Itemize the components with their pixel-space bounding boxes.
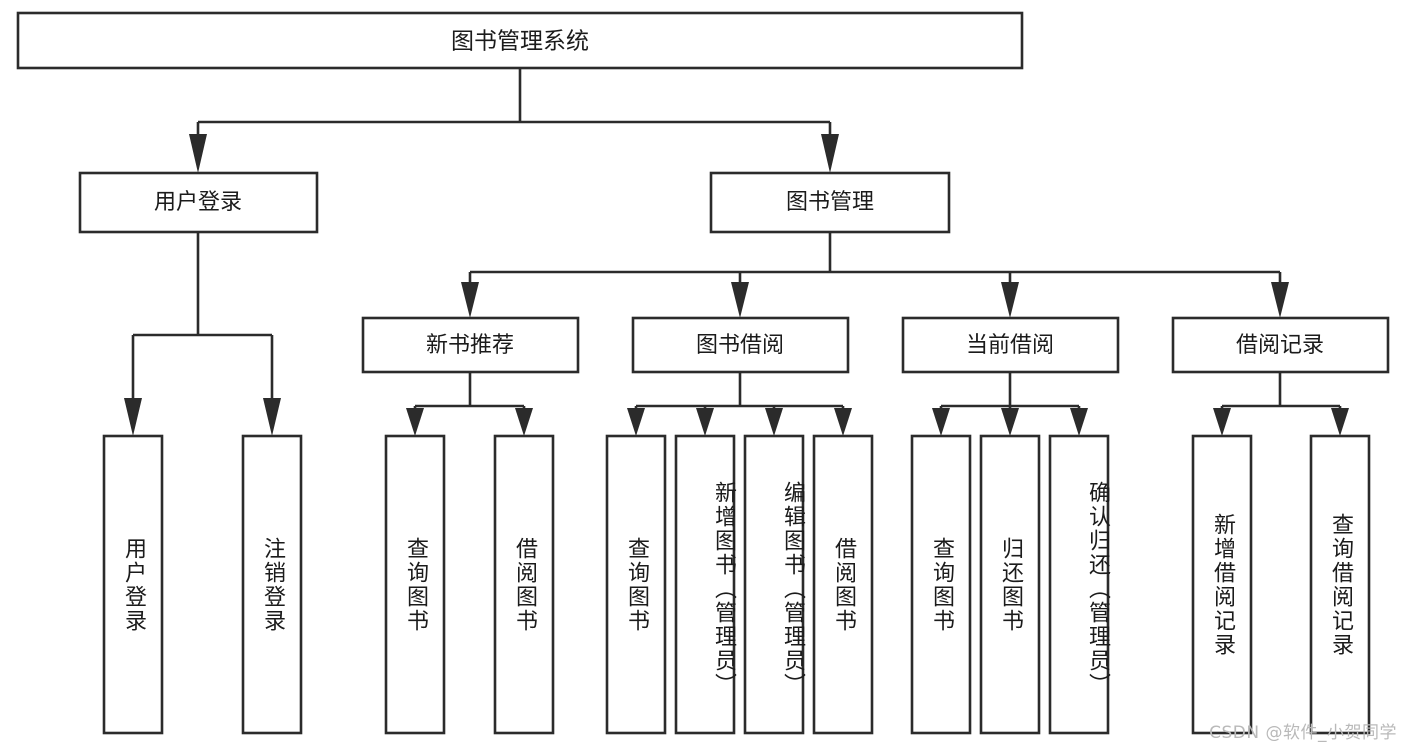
leaf-box-book-borrow-2[interactable] <box>674 434 736 735</box>
node-book-management[interactable]: 图书管理 <box>709 171 951 234</box>
arrow-head-record-leaf-2 <box>1331 408 1349 436</box>
arrow-head-mgmt-child-1 <box>461 282 479 318</box>
connector-group-borrow-record <box>1213 372 1349 436</box>
arrow-head-borrow-leaf-1 <box>627 408 645 436</box>
connector-group-book-borrow <box>627 372 852 436</box>
node-new-book-recommend[interactable]: 新书推荐 <box>361 316 580 374</box>
arrow-head-borrow-leaf-4 <box>834 408 852 436</box>
csdn-watermark: CSDN @软件_小贺同学 <box>1209 723 1397 743</box>
connector-group-new-book <box>406 372 533 436</box>
arrow-head-login-leaf-1 <box>124 398 142 436</box>
arrow-head-newbook-leaf-2 <box>515 408 533 436</box>
arrow-head-current-leaf-2 <box>1001 408 1019 436</box>
arrow-head-login-leaf-2 <box>263 398 281 436</box>
arrow-head-record-leaf-1 <box>1213 408 1231 436</box>
node-new-book-recommend-label: 新书推荐 <box>426 333 514 358</box>
arrow-head-borrow-leaf-3 <box>765 408 783 436</box>
arrow-head-mgmt-child-4 <box>1271 282 1289 318</box>
node-borrow-record-box[interactable] <box>1171 316 1390 374</box>
node-root[interactable]: 图书管理系统 <box>16 11 1024 70</box>
node-current-borrow-label: 当前借阅 <box>966 333 1054 358</box>
leaf-group-book-borrow <box>605 434 874 735</box>
leaf-box-new-book-1[interactable] <box>384 434 446 735</box>
node-root-label: 图书管理系统 <box>451 29 589 55</box>
node-book-borrow[interactable]: 图书借阅 <box>631 316 850 374</box>
arrow-head-mgmt-child-3 <box>1001 282 1019 318</box>
node-book-borrow-box[interactable] <box>631 316 850 374</box>
leaf-box-current-borrow-2[interactable] <box>979 434 1041 735</box>
arrow-head-mgmt-child-2 <box>731 282 749 318</box>
leaf-box-current-borrow-3[interactable] <box>1048 434 1110 735</box>
node-new-book-recommend-box[interactable] <box>361 316 580 374</box>
leaf-group-new-book <box>384 434 555 735</box>
arrow-head-borrow-leaf-2 <box>696 408 714 436</box>
connector-group-current-borrow <box>932 372 1088 436</box>
node-current-borrow-box[interactable] <box>901 316 1120 374</box>
connector-group-user-login <box>124 232 281 436</box>
leaf-box-current-borrow-1[interactable] <box>910 434 972 735</box>
connector-group-book-mgmt <box>461 232 1289 318</box>
leaf-box-book-borrow-4[interactable] <box>812 434 874 735</box>
node-book-management-box[interactable] <box>709 171 951 234</box>
leaf-box-borrow-record-1[interactable] <box>1191 434 1253 735</box>
leaf-box-new-book-2[interactable] <box>493 434 555 735</box>
node-user-login-label: 用户登录 <box>154 190 242 215</box>
arrow-head-current-leaf-3 <box>1070 408 1088 436</box>
leaf-group-current-borrow <box>910 434 1110 735</box>
node-book-management-label: 图书管理 <box>786 190 874 215</box>
node-borrow-record-label: 借阅记录 <box>1236 333 1324 358</box>
leaf-group-user-login <box>102 434 303 735</box>
arrow-head-current-leaf-1 <box>932 408 950 436</box>
node-user-login[interactable]: 用户登录 <box>78 171 319 234</box>
node-current-borrow[interactable]: 当前借阅 <box>901 316 1120 374</box>
node-root-box[interactable] <box>16 11 1024 70</box>
arrow-head-newbook-leaf-1 <box>406 408 424 436</box>
leaf-box-book-borrow-1[interactable] <box>605 434 667 735</box>
node-book-borrow-label: 图书借阅 <box>696 333 784 358</box>
arrow-head-login <box>189 134 207 173</box>
node-borrow-record[interactable]: 借阅记录 <box>1171 316 1390 374</box>
leaf-box-user-login-1[interactable] <box>102 434 164 735</box>
leaf-box-borrow-record-2[interactable] <box>1309 434 1371 735</box>
leaf-group-borrow-record <box>1191 434 1371 735</box>
connector-group-root <box>189 68 839 173</box>
leaf-box-book-borrow-3[interactable] <box>743 434 805 735</box>
arrow-head-mgmt <box>821 134 839 173</box>
node-user-login-box[interactable] <box>78 171 319 234</box>
leaf-box-user-login-2[interactable] <box>241 434 303 735</box>
